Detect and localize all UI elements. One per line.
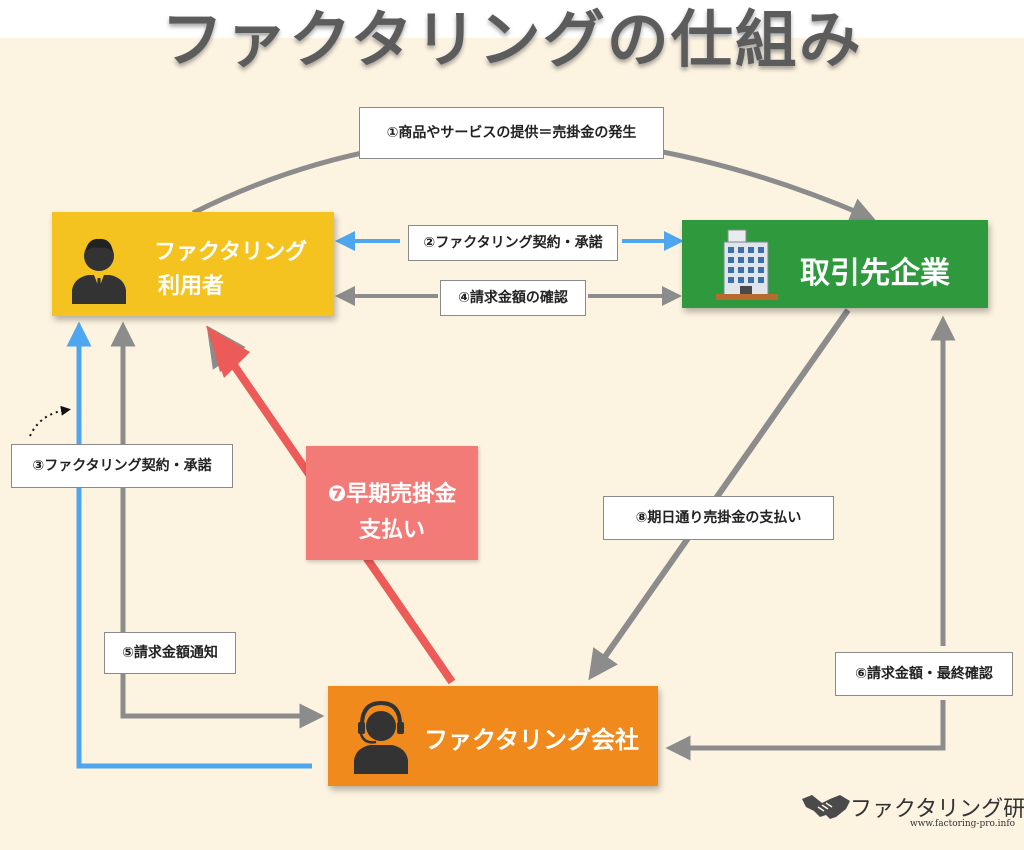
client-company-box: 取引先企業 xyxy=(682,220,988,308)
site-logo: ファクタリング研究所 www.factoring-pro.info xyxy=(800,785,1024,835)
step6-label: ⑥請求金額・最終確認 xyxy=(835,652,1013,696)
operator-headset-icon xyxy=(354,700,408,774)
user-label-line2: 利用者 xyxy=(158,274,225,299)
dotted-curve-arrow xyxy=(29,405,71,437)
factoring-user-box: ファクタリング 利用者 xyxy=(52,212,334,316)
step3-label: ③ファクタリング契約・承諾 xyxy=(11,444,233,488)
step2-label: ②ファクタリング契約・承諾 xyxy=(408,225,618,261)
client-label: 取引先企業 xyxy=(800,256,950,291)
early-payment-label-line1: ❼早期売掛金 xyxy=(327,482,457,507)
step1-label: ①商品やサービスの提供＝売掛金の発生 xyxy=(359,107,664,159)
logo-name: ファクタリング研究所 xyxy=(850,797,1024,822)
office-building-icon xyxy=(716,229,778,300)
user-label-line1: ファクタリング xyxy=(154,240,308,265)
logo-url: www.factoring-pro.info xyxy=(910,819,1016,829)
handshake-icon xyxy=(802,795,850,819)
step8-label: ⑧期日通り売掛金の支払い xyxy=(603,496,834,540)
arrow-step8-payment xyxy=(588,308,851,681)
early-payment-label-line2: 支払い xyxy=(358,518,425,543)
early-payment-box: ❼早期売掛金 支払い xyxy=(306,446,478,560)
red-arrow-head xyxy=(206,326,250,378)
arrow-step5-notice xyxy=(120,668,325,729)
page-title: ファクタリングの仕組み xyxy=(161,3,863,76)
step5-label: ⑤請求金額通知 xyxy=(104,632,236,674)
factoring-company-box: ファクタリング会社 xyxy=(328,686,658,786)
arrow-step6-confirm xyxy=(665,700,946,761)
step4-label: ④請求金額の確認 xyxy=(440,280,586,316)
company-label: ファクタリング会社 xyxy=(424,726,640,754)
businessman-icon xyxy=(72,238,126,304)
